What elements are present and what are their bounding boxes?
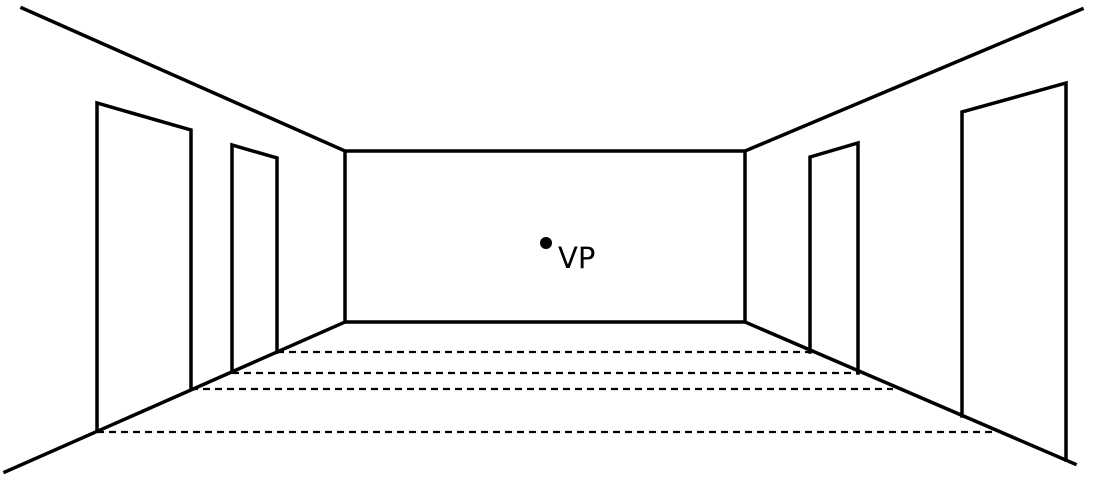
right-far-door xyxy=(808,140,860,375)
back-wall xyxy=(343,149,747,324)
left-floor-edge xyxy=(2,319,348,475)
vanishing-point-label: VP xyxy=(558,241,595,275)
left-ceiling-edge xyxy=(19,5,348,154)
right-near-door xyxy=(960,80,1068,462)
left-far-door xyxy=(230,142,279,374)
right-floor-edge xyxy=(742,319,1078,467)
left-near-door xyxy=(95,100,193,433)
vanishing-point-dot xyxy=(540,237,552,249)
right-ceiling-edge xyxy=(742,6,1085,154)
